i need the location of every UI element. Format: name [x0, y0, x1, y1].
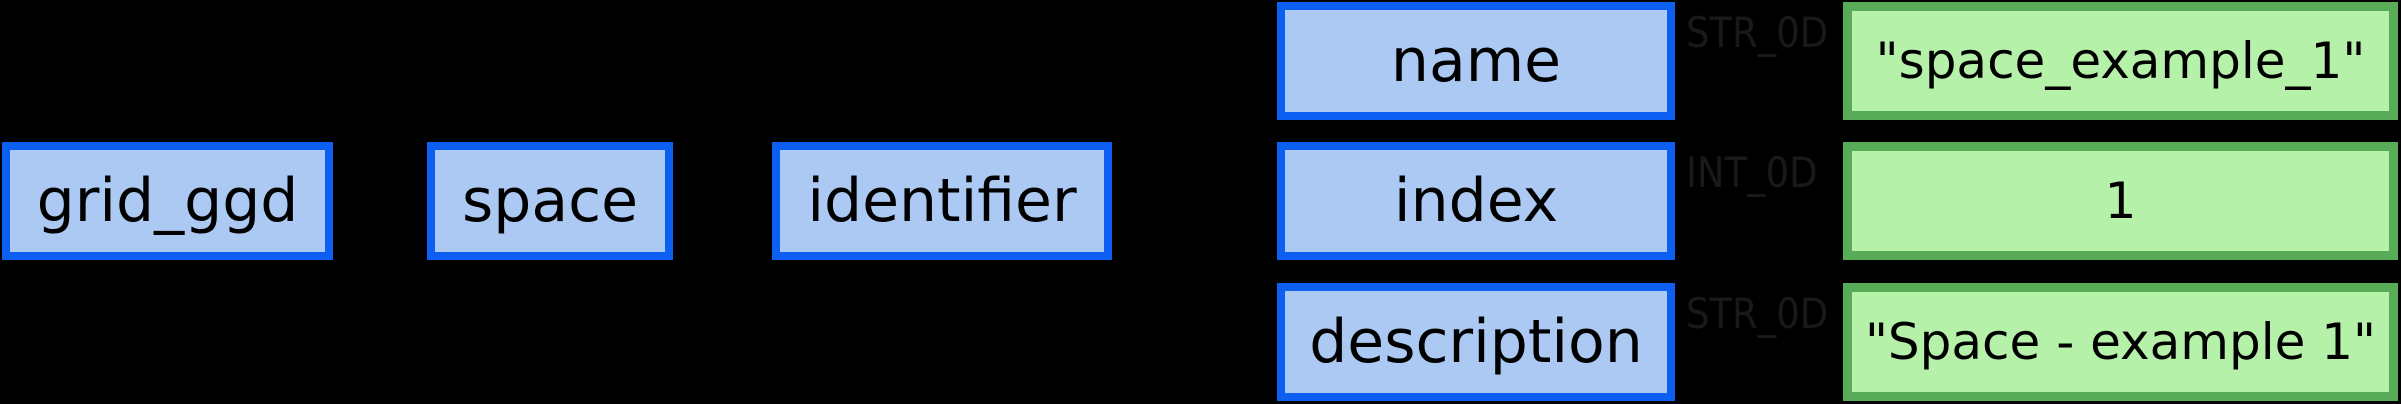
node-attribute-name: name [1277, 2, 1675, 120]
attribute-name-label: name [1390, 26, 1562, 96]
edge-index-stub [1197, 199, 1277, 203]
node-space-label: space [461, 166, 638, 236]
value-node-name: "space_example_1" [1843, 2, 2398, 120]
type-label-description: STR_0D [1686, 289, 1829, 338]
value-node-description: "Space - example 1" [1843, 283, 2398, 401]
attribute-index-label: index [1393, 166, 1559, 236]
type-label-index: INT_0D [1686, 148, 1818, 197]
edge-junction-to-identifier [1112, 199, 1200, 203]
edge-value-to-description [1675, 340, 1843, 344]
node-attribute-description: description [1277, 283, 1675, 401]
node-identifier-label: identifier [807, 166, 1077, 236]
edge-description-stub [1197, 340, 1277, 344]
node-grid-ggd: grid_ggd [2, 142, 333, 260]
edge-identifier-to-space [673, 199, 772, 203]
attribute-description-label: description [1309, 307, 1643, 377]
node-identifier: identifier [772, 142, 1112, 260]
value-node-index: 1 [1843, 142, 2398, 260]
edge-space-to-grid-ggd [333, 199, 430, 203]
value-index-text: 1 [2104, 172, 2137, 230]
value-name-text: "space_example_1" [1875, 32, 2366, 90]
edge-value-to-index [1675, 199, 1843, 203]
edge-value-to-name [1675, 59, 1843, 63]
node-space: space [427, 142, 673, 260]
node-attribute-index: index [1277, 142, 1675, 260]
type-label-name: STR_0D [1686, 8, 1829, 57]
edge-name-stub [1197, 59, 1277, 63]
value-description-text: "Space - example 1" [1864, 313, 2377, 371]
node-grid-ggd-label: grid_ggd [36, 166, 299, 236]
